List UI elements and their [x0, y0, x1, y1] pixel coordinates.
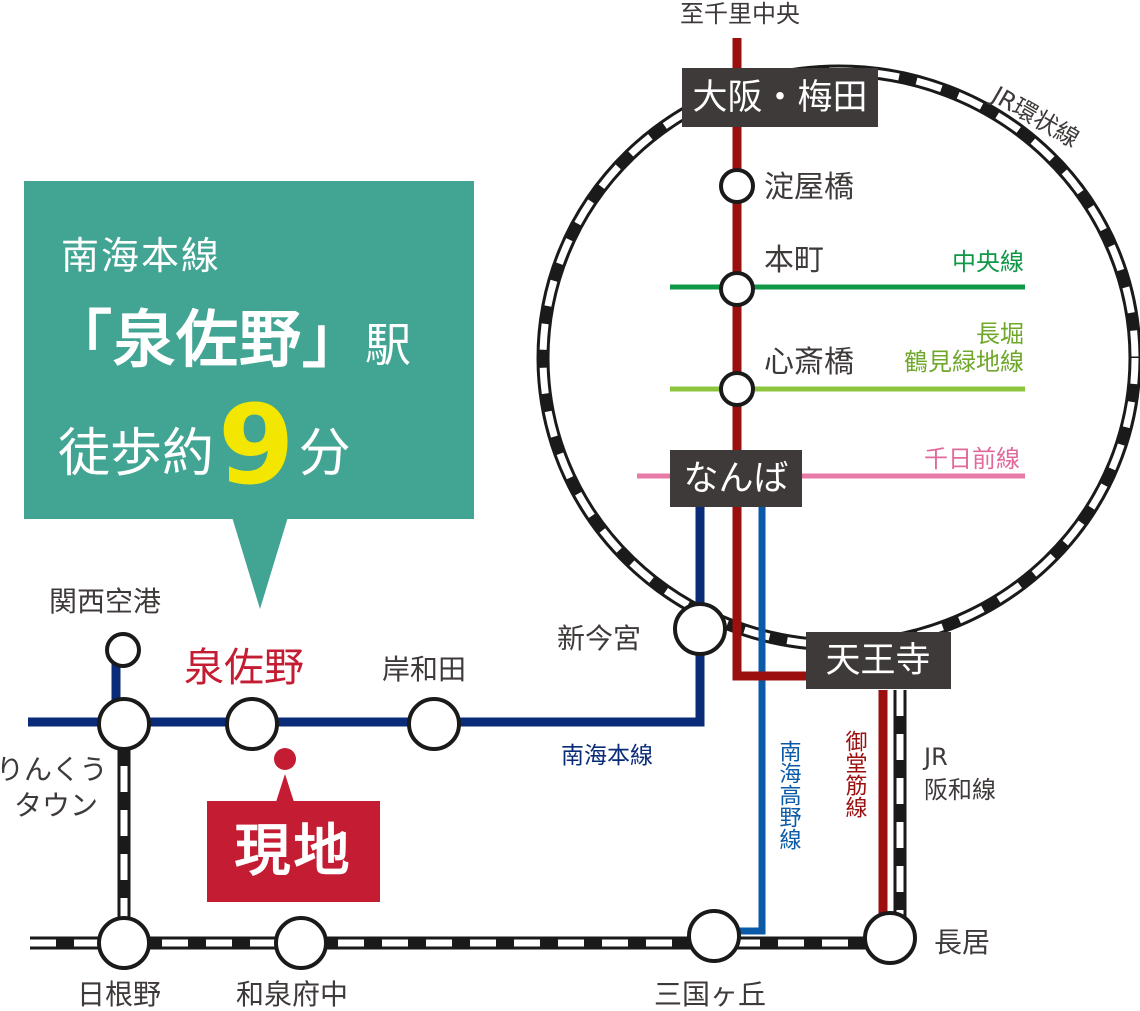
station-label-izumisano: 泉佐野: [184, 645, 304, 691]
station-label-kishiwada: 岸和田: [382, 653, 466, 686]
station-box-osaka-umeda[interactable]: [682, 68, 878, 127]
station-label-hineno: 日根野: [77, 978, 161, 1011]
station-marker-kishiwada[interactable]: [407, 697, 461, 751]
station-label-rinku-2: タウン: [14, 789, 98, 822]
callout-walk-minutes: 9: [218, 381, 295, 509]
station-label-osaka-umeda: 大阪・梅田: [692, 78, 867, 118]
station-box-namba[interactable]: [670, 450, 802, 507]
station-label-shin-imamiya: 新今宮: [557, 622, 641, 655]
destination-label: 至千里中央: [680, 0, 800, 28]
callout-pointer: [232, 517, 288, 609]
callout-walk-time: 徒歩約9分: [58, 381, 351, 509]
station-label-tennoji: 天王寺: [825, 641, 930, 681]
line-label-nagahori-2: 鶴見緑地線: [904, 348, 1024, 376]
callout-walk-prefix: 徒歩約: [58, 424, 215, 484]
station-label-kansai-airport: 関西空港: [49, 585, 161, 618]
station-label-rinku-1: りんくう: [0, 753, 107, 786]
station-box-tennoji[interactable]: [806, 632, 951, 689]
station-marker-izumifuchu[interactable]: [274, 916, 328, 970]
station-marker-shin-imamiya[interactable]: [673, 602, 727, 656]
station-label-namba: なんば: [683, 459, 788, 499]
station-label-nagai: 長居: [934, 926, 990, 959]
line-label-nankai-koya: 南海高野線: [776, 740, 802, 850]
station-marker-kansai-airport[interactable]: [105, 632, 141, 668]
station-marker-rinku-town[interactable]: [97, 697, 151, 751]
callout-walk-unit: 分: [298, 424, 351, 484]
current-location-label: 現地: [207, 801, 380, 902]
callout-station-suffix: 駅: [365, 318, 413, 372]
station-marker-honmachi[interactable]: [719, 271, 755, 307]
station-label-shinsaibashi: 心斎橋: [764, 345, 854, 380]
line-label-jr-hanwa-2: 阪和線: [924, 776, 996, 804]
station-label-yodoyabashi: 淀屋橋: [764, 170, 854, 205]
line-label-jr-hanwa-1: JR: [922, 743, 948, 771]
line-label-sennichimae: 千日前線: [924, 445, 1020, 473]
current-location-pin: [274, 748, 296, 802]
callout-line-name: 南海本線: [61, 234, 222, 278]
midosuji-line: [732, 38, 812, 681]
callout-station-name: 「泉佐野」駅: [50, 289, 412, 379]
station-label-izumifuchu: 和泉府中: [236, 978, 348, 1011]
station-marker-shinsaibashi[interactable]: [719, 371, 755, 407]
station-marker-hineno[interactable]: [97, 916, 151, 970]
line-label-midosuji: 御堂筋線: [842, 730, 868, 818]
callout-station-main: 「泉佐野」: [50, 303, 366, 376]
access-callout: 南海本線 「泉佐野」駅 徒歩約9分: [24, 181, 474, 519]
station-marker-mikunigaoka[interactable]: [687, 909, 741, 963]
line-label-nagahori-1: 長堀: [976, 320, 1024, 348]
station-marker-yodoyabashi[interactable]: [719, 168, 755, 204]
station-marker-nagai[interactable]: [863, 911, 917, 965]
station-marker-izumisano[interactable]: [225, 697, 279, 751]
line-label-nankai-main: 南海本線: [561, 743, 653, 769]
station-label-mikunigaoka: 三国ヶ丘: [654, 978, 766, 1011]
line-label-chuo: 中央線: [952, 248, 1024, 276]
station-label-honmachi: 本町: [764, 243, 824, 278]
